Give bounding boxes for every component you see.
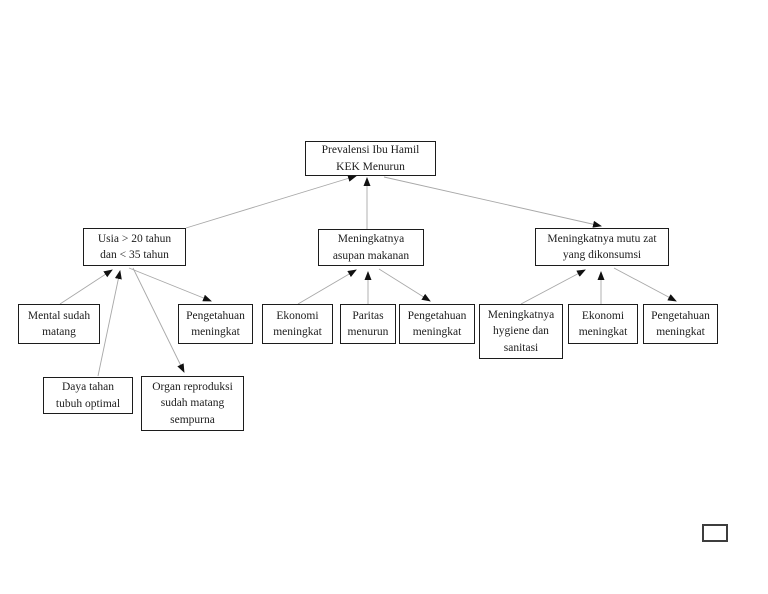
edge-hygiene-sanitasi-to-mutu-zat	[520, 269, 586, 305]
node-prevalensi-kek: Prevalensi Ibu Hamil KEK Menurun	[305, 141, 436, 176]
node-usia: Usia > 20 tahun dan < 35 tahun	[83, 228, 186, 266]
edge-prevalensi-kek-to-mutu-zat	[383, 176, 602, 228]
edge-asupan-makanan-to-pengetahuan-2	[378, 268, 431, 302]
node-daya-tahan: Daya tahan tubuh optimal	[43, 377, 133, 414]
node-asupan-makanan: Meningkatnya asupan makanan	[318, 229, 424, 266]
edge-mutu-zat-to-pengetahuan-3	[613, 267, 677, 302]
edge-daya-tahan-to-usia	[97, 270, 122, 377]
node-organ-reproduksi: Organ reproduksi sudah matang sempurna	[141, 376, 244, 431]
node-ekonomi-2: Ekonomi meningkat	[568, 304, 638, 344]
node-pengetahuan-2: Pengetahuan meningkat	[399, 304, 475, 344]
node-ekonomi-1: Ekonomi meningkat	[262, 304, 333, 344]
edge-usia-to-pengetahuan-1	[128, 267, 212, 302]
edge-usia-to-prevalensi-kek	[185, 174, 357, 229]
node-pengetahuan-3: Pengetahuan meningkat	[643, 304, 718, 344]
empty-text-frame	[702, 524, 728, 542]
node-mental: Mental sudah matang	[18, 304, 100, 344]
edge-mental-to-usia	[59, 269, 113, 305]
node-paritas: Paritas menurun	[340, 304, 396, 344]
node-hygiene-sanitasi: Meningkatnya hygiene dan sanitasi	[479, 304, 563, 359]
node-mutu-zat: Meningkatnya mutu zat yang dikonsumsi	[535, 228, 669, 266]
diagram-edges	[59, 174, 677, 377]
edge-usia-to-organ-reproduksi	[132, 267, 185, 373]
edge-ekonomi-1-to-asupan-makanan	[297, 269, 357, 305]
node-pengetahuan-1: Pengetahuan meningkat	[178, 304, 253, 344]
